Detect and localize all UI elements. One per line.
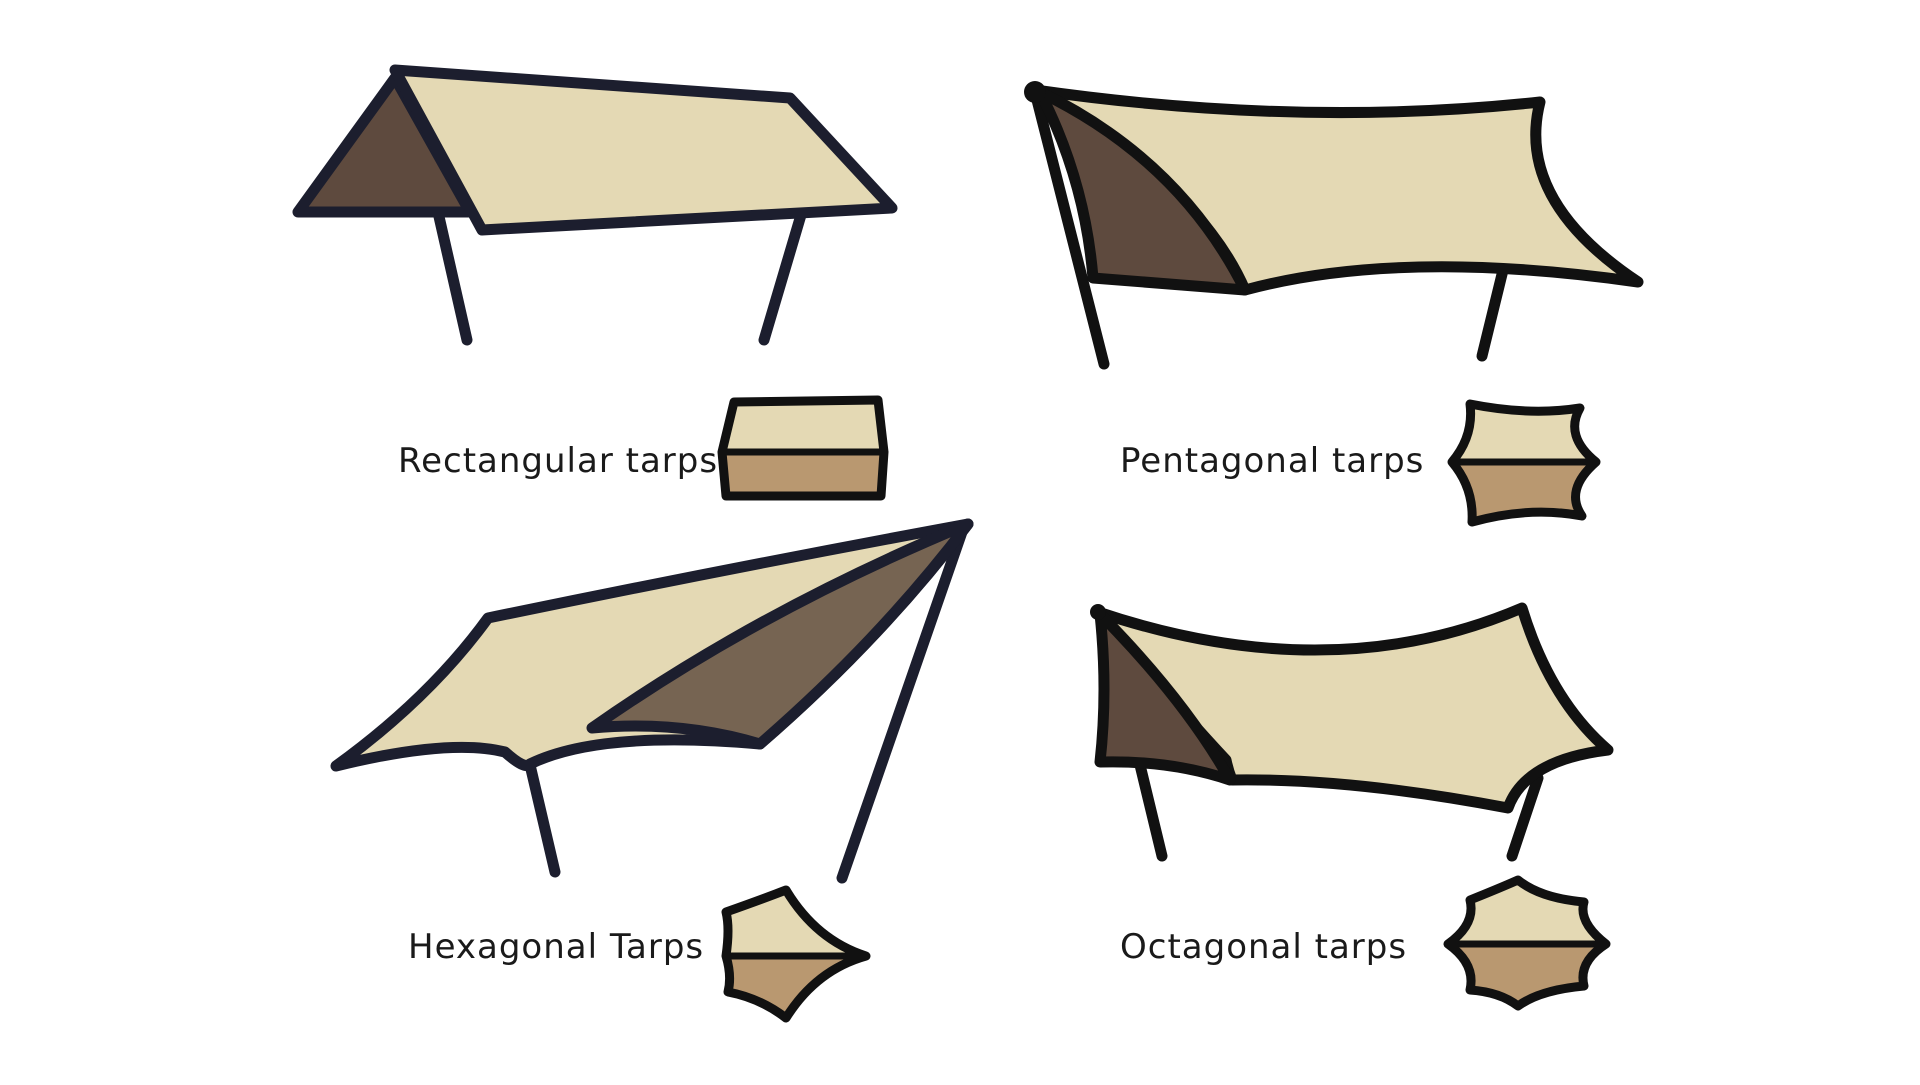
- rectangular-tarp-canvas: [389, 64, 898, 236]
- octagonal-tarp-illustration: [1090, 602, 1614, 862]
- pentagonal-tarp-pole-right: [1476, 256, 1511, 362]
- hexagonal-tarp-pole-right: [836, 526, 968, 884]
- octagonal-tarp-shape-icon: [1443, 875, 1611, 1011]
- hexagonal-tarp-shade-panel: [586, 518, 974, 750]
- rectangular-tarp-illustration: [292, 64, 898, 346]
- pentagonal-tarp-illustration: [1024, 81, 1644, 370]
- rectangular-tarp-shape-icon: [717, 395, 889, 501]
- pentagonal-tarp-shape-icon: [1447, 399, 1601, 527]
- hexagonal-tarp-pole-left: [521, 746, 561, 878]
- octagonal-tarp-pole-right: [1506, 772, 1544, 862]
- hexagonal-tarp-illustration: [330, 518, 974, 884]
- rectangular-tarps-label: Rectangular tarps: [398, 441, 719, 481]
- hexagonal-tarps-label: Hexagonal Tarps: [408, 927, 705, 967]
- octagonal-tarp-shade-panel: [1094, 608, 1236, 786]
- pentagonal-tarp-tie-point: [1024, 81, 1046, 103]
- pentagonal-tarp-shade-panel: [1034, 86, 1251, 296]
- octagonal-tarp-canvas: [1092, 602, 1614, 814]
- octagonal-tarp-tie-point: [1090, 604, 1106, 620]
- pentagonal-tarps-label: Pentagonal tarps: [1120, 441, 1425, 481]
- hexagonal-tarp-shape-icon: [721, 885, 871, 1023]
- pentagonal-tarp-pole-left: [1030, 90, 1110, 370]
- octagonal-tarps-label: Octagonal tarps: [1120, 927, 1408, 967]
- rectangular-tarp-pole-right: [758, 209, 807, 346]
